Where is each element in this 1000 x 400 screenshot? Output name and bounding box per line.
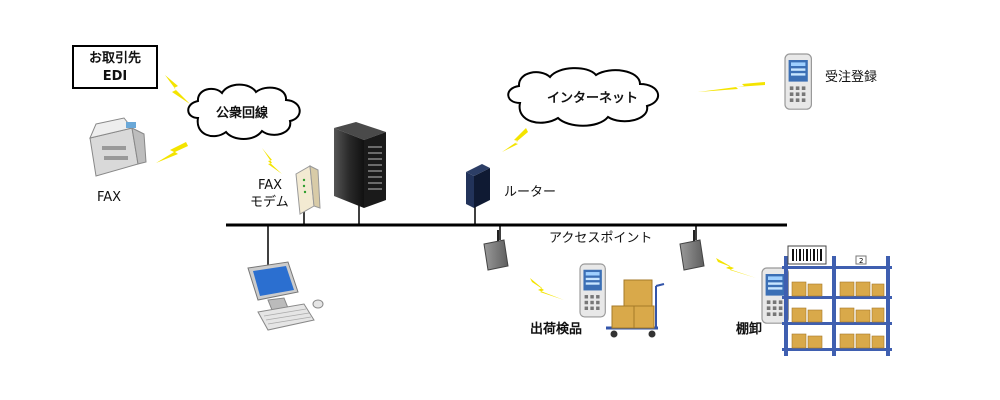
- lightning-icon: [156, 75, 765, 300]
- handheld-terminal-icon: [579, 263, 606, 318]
- access-point-label: アクセスポイント: [549, 231, 653, 246]
- barcode-icon: [787, 245, 827, 265]
- fax-modem-label-line1: FAX: [258, 178, 283, 193]
- internet-label: インターネット: [547, 91, 639, 106]
- access-point-icon: [483, 229, 509, 271]
- shipping-inspection-label: 出荷検品: [530, 322, 583, 337]
- edi-label-line1: お取引先: [88, 51, 141, 66]
- access-point-icon: [679, 229, 705, 271]
- internet-cloud-icon: [507, 67, 659, 127]
- warehouse-shelf-icon: 2: [782, 255, 892, 356]
- order-entry-label: 受注登録: [825, 70, 878, 85]
- fax-modem-label-line2: モデム: [250, 195, 289, 210]
- fax-modem-icon: [295, 165, 321, 215]
- edi-partner-box: お取引先 EDI: [72, 45, 158, 89]
- svg-text:2: 2: [859, 257, 863, 265]
- server-icon: [334, 122, 386, 208]
- router-label: ルーター: [504, 185, 557, 200]
- inventory-label: 棚卸: [736, 322, 763, 337]
- cart-boxes-icon: [606, 279, 665, 338]
- desktop-pc-icon: [247, 261, 324, 331]
- router-icon: [466, 164, 490, 208]
- public-line-label: 公衆回線: [216, 106, 269, 121]
- printer-fax-icon: [89, 117, 147, 177]
- handheld-terminal-icon: [784, 53, 813, 110]
- fax-label: FAX: [97, 190, 122, 205]
- edi-label-line2: EDI: [102, 69, 128, 84]
- public-line-cloud-icon: [187, 83, 301, 140]
